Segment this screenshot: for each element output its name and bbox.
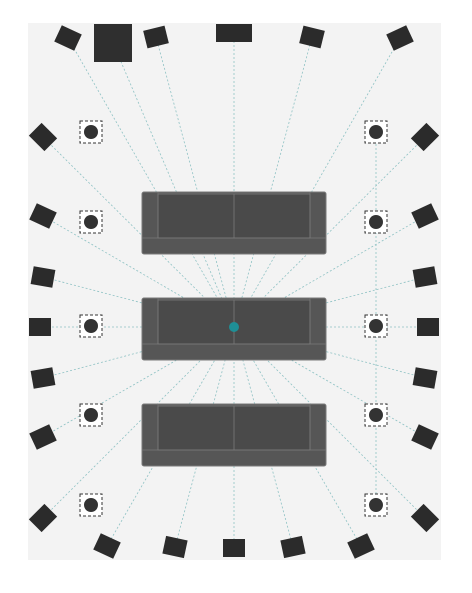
speaker-icon: [347, 533, 375, 559]
speaker-icon: [412, 367, 438, 389]
speaker-icon: [299, 25, 325, 49]
subwoofer-icon: [94, 24, 132, 62]
ceiling-speaker-icon: [79, 493, 103, 517]
ceiling-speaker-driver: [369, 125, 383, 139]
speaker-icon: [411, 424, 439, 450]
sight-line: [42, 136, 235, 328]
speaker-icon: [29, 203, 57, 229]
ceiling-speaker-driver: [84, 215, 98, 229]
sight-line: [112, 42, 235, 328]
sight-line: [233, 326, 426, 438]
room-floor: [28, 23, 441, 560]
speaker-icon: [30, 367, 56, 389]
sight-line: [233, 37, 401, 328]
sight-line: [67, 37, 235, 328]
ceiling-speaker-icon: [364, 210, 388, 234]
speaker-icon: [223, 539, 245, 557]
ceiling-speaker-driver: [369, 408, 383, 422]
ceiling-speaker-icon: [364, 493, 388, 517]
ceiling-speaker-driver: [84, 125, 98, 139]
speaker-icon: [54, 25, 82, 51]
ceiling-speaker-icon: [79, 314, 103, 338]
ceiling-speaker-icon: [364, 403, 388, 427]
ceiling-speaker-driver: [84, 319, 98, 333]
listening-position-group: [229, 322, 239, 332]
ceiling-speaker-driver: [369, 498, 383, 512]
speaker-icon: [216, 24, 252, 42]
speaker-icon: [386, 25, 414, 51]
ceiling-speaker-icon: [79, 210, 103, 234]
ceiling-speaker-icon: [79, 120, 103, 144]
speaker-icon: [28, 122, 58, 152]
speaker-icon: [30, 266, 56, 288]
ceiling-speaker-driver: [84, 408, 98, 422]
speaker-icon: [280, 535, 306, 559]
speaker-icon: [162, 535, 188, 559]
ceiling-speaker-group: [79, 120, 388, 517]
sofa-icon: [141, 403, 327, 467]
ceiling-speaker-icon: [364, 120, 388, 144]
speaker-icon: [410, 122, 440, 152]
ceiling-speaker-icon: [364, 314, 388, 338]
sofa-group: [141, 191, 327, 467]
ceiling-speaker-driver: [369, 319, 383, 333]
speaker-icon: [93, 533, 121, 559]
ceiling-speaker-driver: [369, 215, 383, 229]
listening-position-icon: [229, 322, 239, 332]
ceiling-speaker-icon: [79, 403, 103, 427]
speaker-icon: [417, 318, 439, 336]
sight-line: [233, 136, 426, 328]
speaker-icon: [143, 25, 169, 49]
speaker-icon: [29, 318, 51, 336]
speaker-icon: [411, 203, 439, 229]
sofa-icon: [141, 191, 327, 255]
ceiling-speaker-driver: [84, 498, 98, 512]
speaker-icon: [29, 424, 57, 450]
wall-speaker-group: [28, 24, 440, 559]
speaker-icon: [412, 266, 438, 288]
sight-line: [42, 326, 235, 438]
speaker-icon: [28, 503, 58, 533]
speaker-icon: [410, 503, 440, 533]
